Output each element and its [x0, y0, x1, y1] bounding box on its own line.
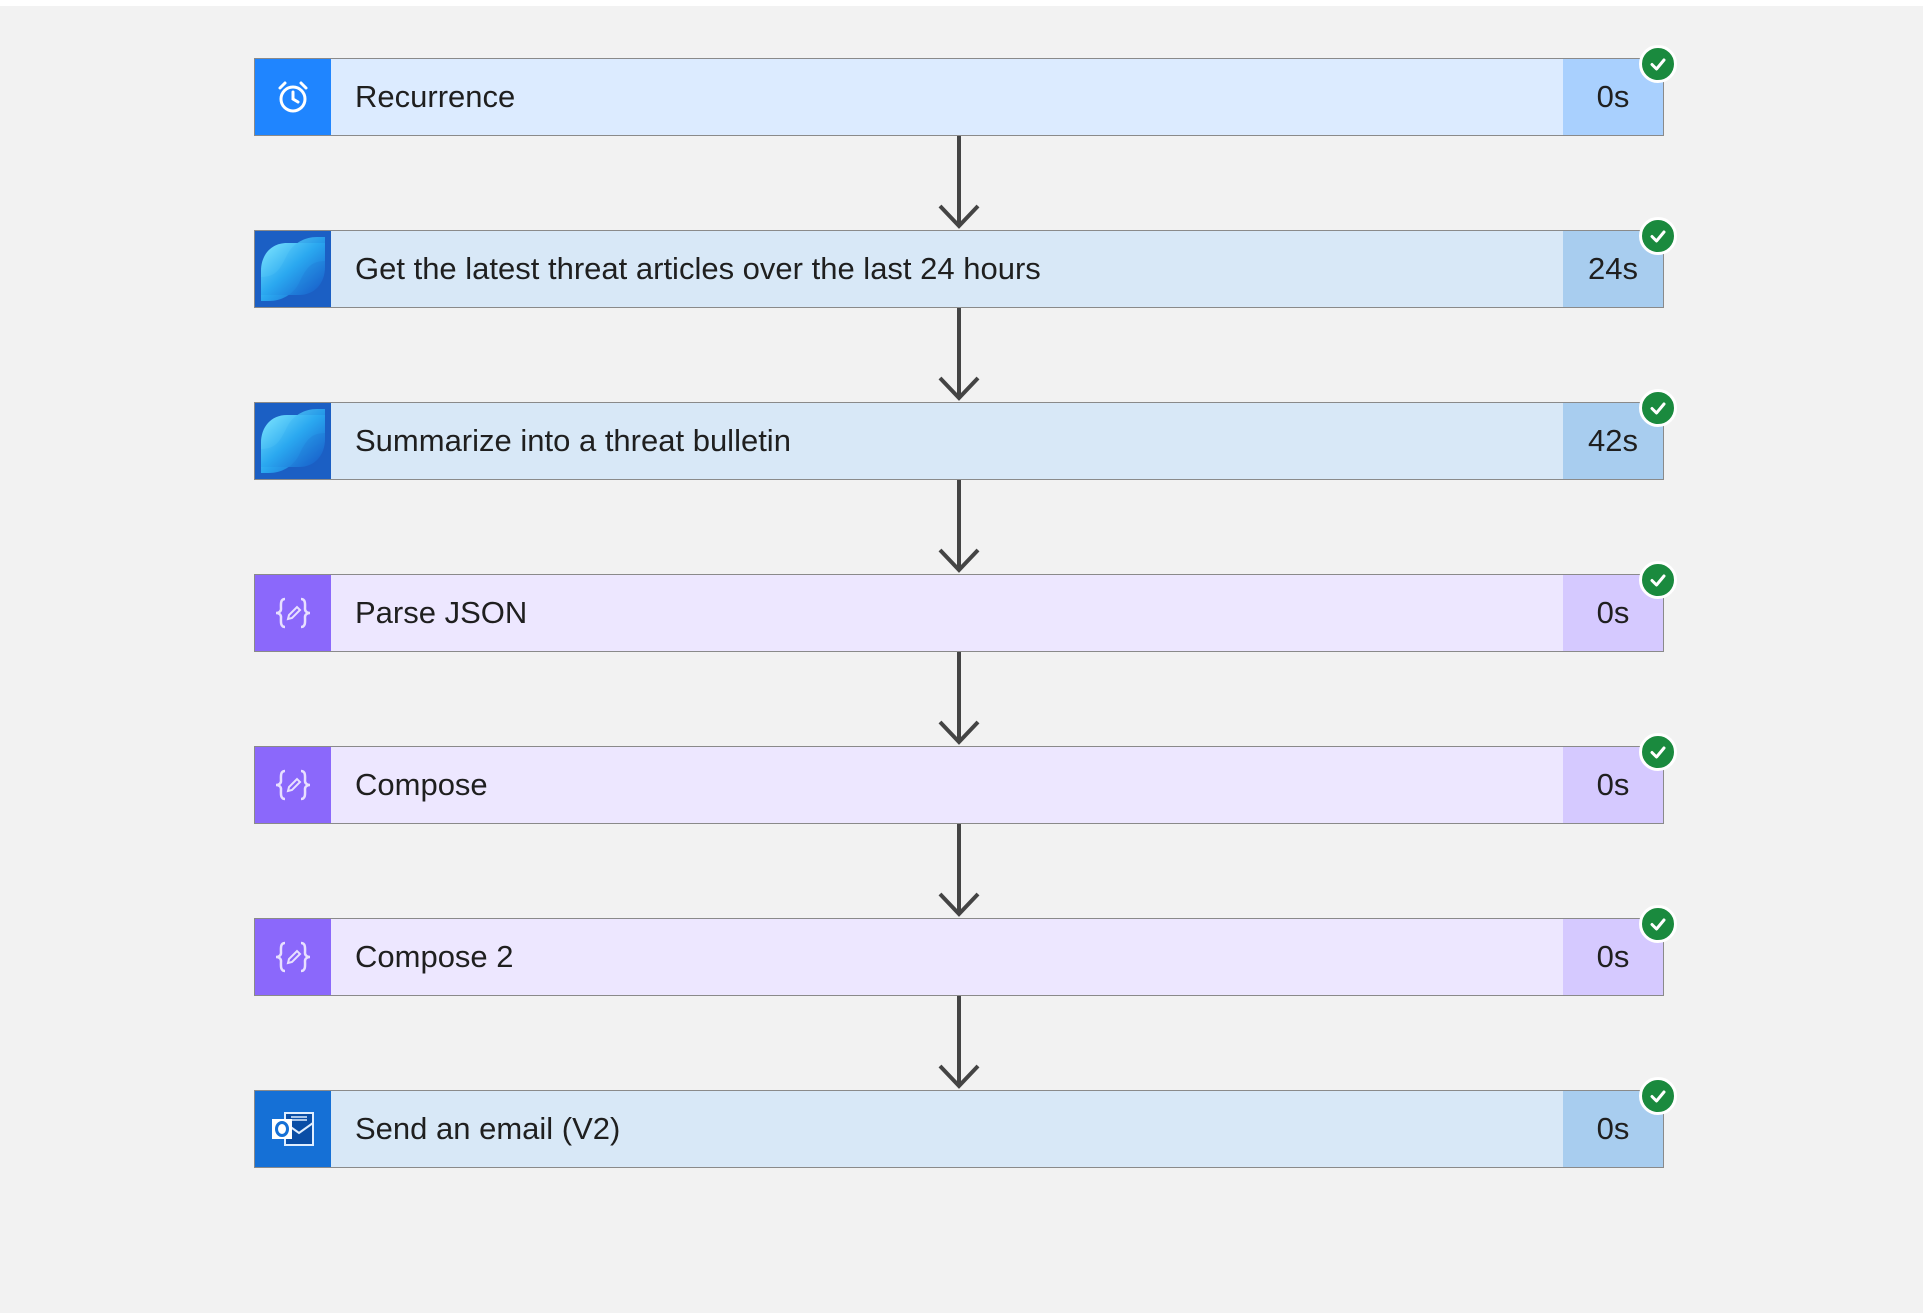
connector-arrow — [254, 824, 1664, 918]
step-send-email[interactable]: Send an email (V2) 0s — [254, 1077, 1677, 1168]
data-operation-icon — [255, 919, 331, 995]
copilot-icon — [255, 231, 331, 307]
success-check-icon — [1639, 561, 1677, 599]
step-summarize-bulletin[interactable]: Summarize into a threat bulletin 42s — [254, 389, 1677, 480]
alarm-clock-icon — [255, 59, 331, 135]
step-label: Send an email (V2) — [331, 1091, 1563, 1167]
success-check-icon — [1639, 217, 1677, 255]
step-label: Summarize into a threat bulletin — [331, 403, 1563, 479]
success-check-icon — [1639, 389, 1677, 427]
data-operation-icon — [255, 747, 331, 823]
step-get-threat-articles[interactable]: Get the latest threat articles over the … — [254, 217, 1677, 308]
connector-arrow — [254, 136, 1664, 230]
flow-run-steps: Recurrence 0s — [254, 45, 1677, 1168]
flow-canvas: Recurrence 0s — [0, 6, 1923, 1313]
step-duration: 0s — [1563, 59, 1663, 135]
outlook-icon — [255, 1091, 331, 1167]
step-compose-2[interactable]: Compose 2 0s — [254, 905, 1677, 996]
step-label: Compose — [331, 747, 1563, 823]
data-operation-icon — [255, 575, 331, 651]
connector-arrow — [254, 996, 1664, 1090]
step-label: Get the latest threat articles over the … — [331, 231, 1563, 307]
success-check-icon — [1639, 905, 1677, 943]
connector-arrow — [254, 652, 1664, 746]
connector-arrow — [254, 308, 1664, 402]
success-check-icon — [1639, 733, 1677, 771]
step-recurrence[interactable]: Recurrence 0s — [254, 45, 1677, 136]
step-parse-json[interactable]: Parse JSON 0s — [254, 561, 1677, 652]
success-check-icon — [1639, 45, 1677, 83]
success-check-icon — [1639, 1077, 1677, 1115]
step-label: Parse JSON — [331, 575, 1563, 651]
copilot-icon — [255, 403, 331, 479]
step-label: Recurrence — [331, 59, 1563, 135]
connector-arrow — [254, 480, 1664, 574]
step-label: Compose 2 — [331, 919, 1563, 995]
step-compose[interactable]: Compose 0s — [254, 733, 1677, 824]
